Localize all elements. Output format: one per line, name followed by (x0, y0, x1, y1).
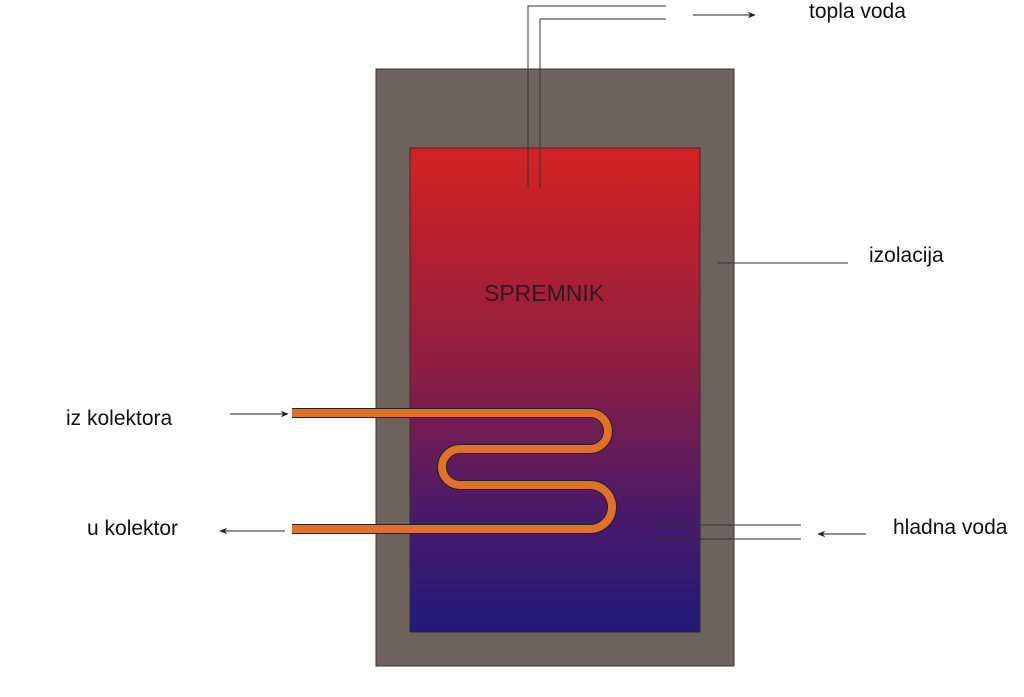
cold-water-pipe (655, 524, 801, 540)
label-from-collector: iz kolektora (66, 407, 173, 430)
label-tank: SPREMNIK (484, 280, 605, 306)
label-to-collector: u kolektor (87, 517, 178, 540)
water-volume (409, 147, 701, 633)
label-cold-water: hladna voda (893, 516, 1008, 539)
label-insulation: izolacija (869, 244, 944, 267)
hot-water-pipe (527, 5, 666, 187)
heat-exchanger-coil-fill (292, 409, 616, 533)
label-hot-water: topla voda (809, 0, 906, 23)
